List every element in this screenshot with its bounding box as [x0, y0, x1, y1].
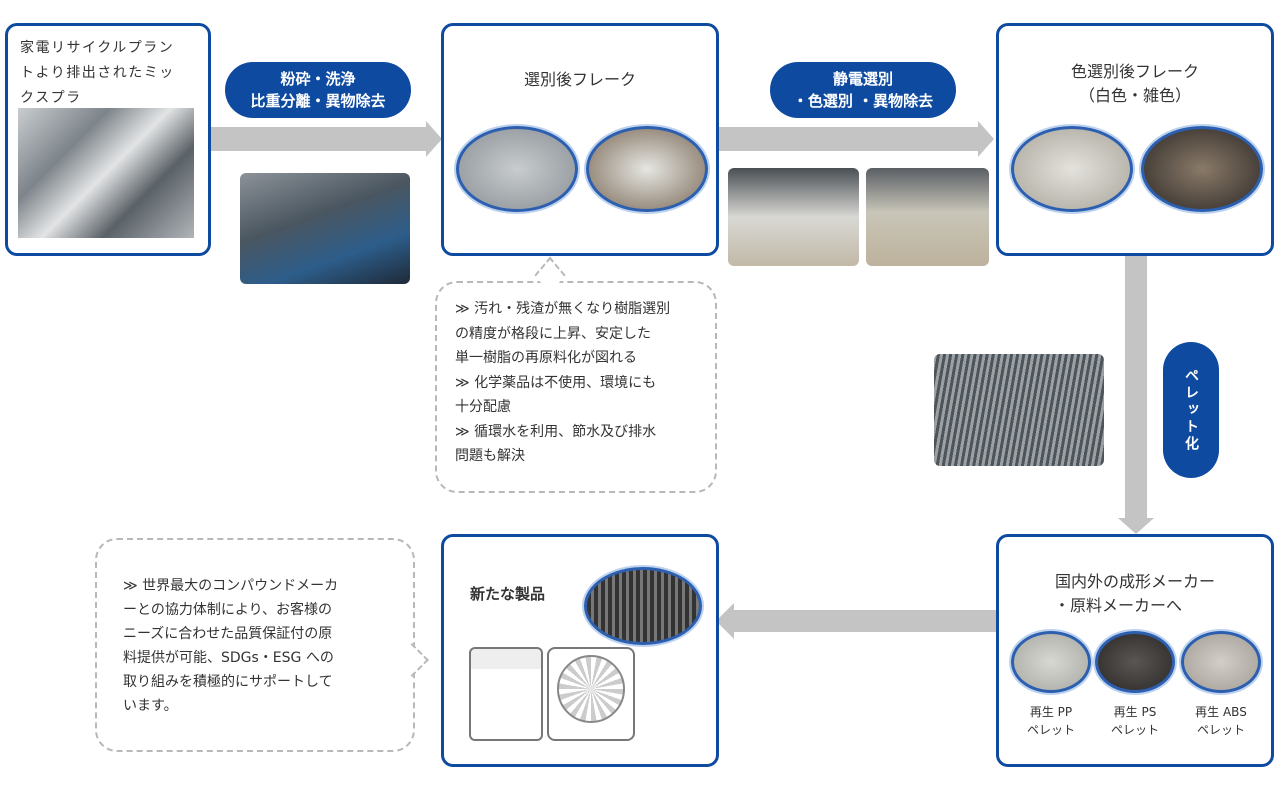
arrow-2-head: [978, 121, 994, 157]
source-line: トより排出されたミッ: [20, 65, 175, 81]
pill-line: ペレット化: [1183, 367, 1199, 453]
note-line: ーとの協力体制により、お客様の: [123, 602, 333, 618]
pellet-sub: ペレット: [1110, 723, 1159, 737]
source-box: 家電リサイクルプラン トより排出されたミッ クスプラ: [5, 23, 211, 256]
pellet-caption: 再生 PS ペレット: [1095, 703, 1175, 739]
mixed-plastic-photo: [18, 108, 194, 238]
pill-line: ・色選別 ・異物除去: [792, 92, 934, 110]
process-pill-crush-wash: 粉砕・洗浄 比重分離・異物除去: [225, 62, 411, 118]
sorter-photo-2: [866, 168, 989, 266]
process-pill-sorting: 静電選別 ・色選別 ・異物除去: [770, 62, 956, 118]
note-line: ≫ 循環水を利用、節水及び排水: [455, 423, 657, 440]
pelletizer-photo: [934, 354, 1104, 466]
products-box: 新たな製品: [441, 534, 719, 767]
fan-icon: [547, 647, 635, 741]
sorter-photo-1: [728, 168, 859, 266]
source-line: 家電リサイクルプラン: [20, 40, 175, 56]
pellet-caption: 再生 PP ペレット: [1011, 703, 1091, 739]
note-line: 十分配慮: [455, 399, 511, 415]
source-line: クスプラ: [20, 90, 82, 106]
pp-pellet-photo: [1011, 631, 1091, 693]
pellet-name: 再生 PS: [1113, 705, 1157, 719]
pellet-sub: ペレット: [1026, 723, 1075, 737]
mixed-color-flake-photo: [1141, 126, 1263, 212]
title-line: （白色・雑色）: [1078, 86, 1191, 105]
pellet-name: 再生 PP: [1029, 705, 1073, 719]
makers-title: 国内外の成形メーカー ・原料メーカーへ: [999, 570, 1271, 618]
flakes-box: 選別後フレーク: [441, 23, 719, 256]
pellet-name: 再生 ABS: [1195, 705, 1247, 719]
color-flakes-box: 色選別後フレーク （白色・雑色）: [996, 23, 1274, 256]
note-line: 料提供が可能、SDGs・ESG への: [123, 650, 334, 666]
partnership-callout: ≫ 世界最大のコンパウンドメーカ ーとの協力体制により、お客様の ニーズに合わせ…: [95, 538, 415, 752]
arrow-1-head: [426, 121, 442, 157]
arrow-1: [210, 127, 428, 151]
flake-photo-2: [586, 126, 708, 212]
pill-line: 粉砕・洗浄: [280, 70, 356, 88]
pelletize-pill: ペレット化: [1163, 342, 1219, 478]
arrow-2: [718, 127, 980, 151]
basket-photo: [584, 567, 702, 645]
flakes-title: 選別後フレーク: [523, 70, 636, 89]
color-flakes-title: 色選別後フレーク （白色・雑色）: [999, 60, 1271, 108]
arrow-4: [734, 610, 996, 632]
ps-pellet-photo: [1095, 631, 1175, 693]
note-line: ≫ 世界最大のコンパウンドメーカ: [123, 578, 339, 594]
pellet-caption: 再生 ABS ペレット: [1181, 703, 1261, 739]
washing-machine-icon: [469, 647, 543, 741]
flake-photo-1: [456, 126, 578, 212]
washing-plant-photo: [240, 173, 410, 284]
arrow-3: [1125, 255, 1147, 520]
note-line: 取り組みを積極的にサポートして: [123, 674, 333, 690]
note-line: 問題も解決: [455, 448, 525, 464]
title-line: 国内外の成形メーカー: [1054, 572, 1215, 591]
white-flake-photo: [1011, 126, 1133, 212]
note-line: 単一樹脂の再原料化が図れる: [455, 350, 637, 366]
arrow-4-head: [716, 603, 734, 639]
note-line: ≫ 化学薬品は不使用、環境にも: [455, 374, 657, 391]
note-line: ニーズに合わせた品質保証付の原: [123, 626, 333, 642]
note-line: ≫ 汚れ・残渣が無くなり樹脂選別: [455, 301, 671, 317]
products-title: 新たな製品: [470, 585, 546, 603]
title-line: 色選別後フレーク: [1070, 62, 1199, 81]
pellet-sub: ペレット: [1196, 723, 1245, 737]
note-line: の精度が格段に上昇、安定した: [455, 325, 651, 342]
pill-line: 比重分離・異物除去: [250, 92, 386, 110]
pill-line: 静電選別: [832, 70, 893, 88]
benefits-callout: ≫ 汚れ・残渣が無くなり樹脂選別 の精度が格段に上昇、安定した 単一樹脂の再原料…: [435, 281, 717, 493]
title-line: ・原料メーカーへ: [1054, 596, 1183, 615]
note-line: います。: [123, 698, 178, 714]
abs-pellet-photo: [1181, 631, 1261, 693]
arrow-3-head: [1118, 518, 1154, 534]
